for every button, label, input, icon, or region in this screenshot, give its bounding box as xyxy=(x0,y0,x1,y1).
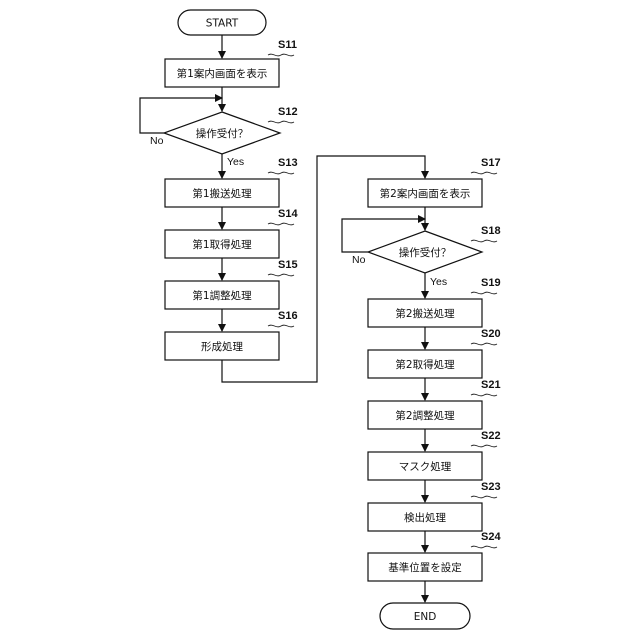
end-label: END xyxy=(414,611,437,623)
step-marker-s23 xyxy=(471,496,497,498)
step-id-s11: S11 xyxy=(278,39,297,51)
start-label: START xyxy=(206,18,239,30)
step-marker-s14 xyxy=(268,223,294,225)
step-marker-s21 xyxy=(471,394,497,396)
step-id-s22: S22 xyxy=(481,430,501,442)
process-label-s24: 基準位置を設定 xyxy=(388,561,462,574)
step-id-s21: S21 xyxy=(481,379,501,391)
step-marker-s15 xyxy=(268,274,294,276)
step-marker-s12 xyxy=(268,121,294,123)
yes-label-s18: Yes xyxy=(430,276,447,288)
step-marker-s22 xyxy=(471,445,497,447)
process-label-s22: マスク処理 xyxy=(399,460,452,473)
process-label-s15: 第1調整処理 xyxy=(192,289,252,302)
step-id-s12: S12 xyxy=(278,106,298,118)
step-id-s20: S20 xyxy=(481,328,501,340)
step-id-s23: S23 xyxy=(481,481,501,493)
yes-label-s12: Yes xyxy=(227,156,244,168)
step-marker-s16 xyxy=(268,325,294,327)
step-marker-s20 xyxy=(471,343,497,345)
step-marker-s17 xyxy=(471,172,497,174)
step-id-s15: S15 xyxy=(278,259,298,271)
step-marker-s18 xyxy=(471,240,497,242)
process-label-s17: 第2案内画面を表示 xyxy=(380,187,471,200)
process-label-s13: 第1搬送処理 xyxy=(192,187,252,200)
process-label-s16: 形成処理 xyxy=(201,340,243,353)
process-label-s19: 第2搬送処理 xyxy=(395,307,455,320)
step-id-s24: S24 xyxy=(481,531,501,543)
step-id-s18: S18 xyxy=(481,225,501,237)
process-label-s14: 第1取得処理 xyxy=(192,238,252,251)
step-marker-s19 xyxy=(471,292,497,294)
decision-label-s18: 操作受付？ xyxy=(399,246,452,259)
step-id-s14: S14 xyxy=(278,208,298,220)
process-label-s21: 第2調整処理 xyxy=(395,409,455,422)
decision-label-s12: 操作受付？ xyxy=(196,127,249,140)
no-label-s12: No xyxy=(150,135,164,147)
process-label-s20: 第2取得処理 xyxy=(395,358,455,371)
step-id-s16: S16 xyxy=(278,310,298,322)
step-id-s19: S19 xyxy=(481,277,501,289)
step-marker-s24 xyxy=(471,546,497,548)
step-id-s13: S13 xyxy=(278,157,298,169)
process-label-s11: 第1案内画面を表示 xyxy=(177,67,268,80)
step-marker-s13 xyxy=(268,172,294,174)
step-marker-s11 xyxy=(268,54,294,56)
no-label-s18: No xyxy=(352,254,366,266)
process-label-s23: 検出処理 xyxy=(404,511,446,524)
step-id-s17: S17 xyxy=(481,157,501,169)
